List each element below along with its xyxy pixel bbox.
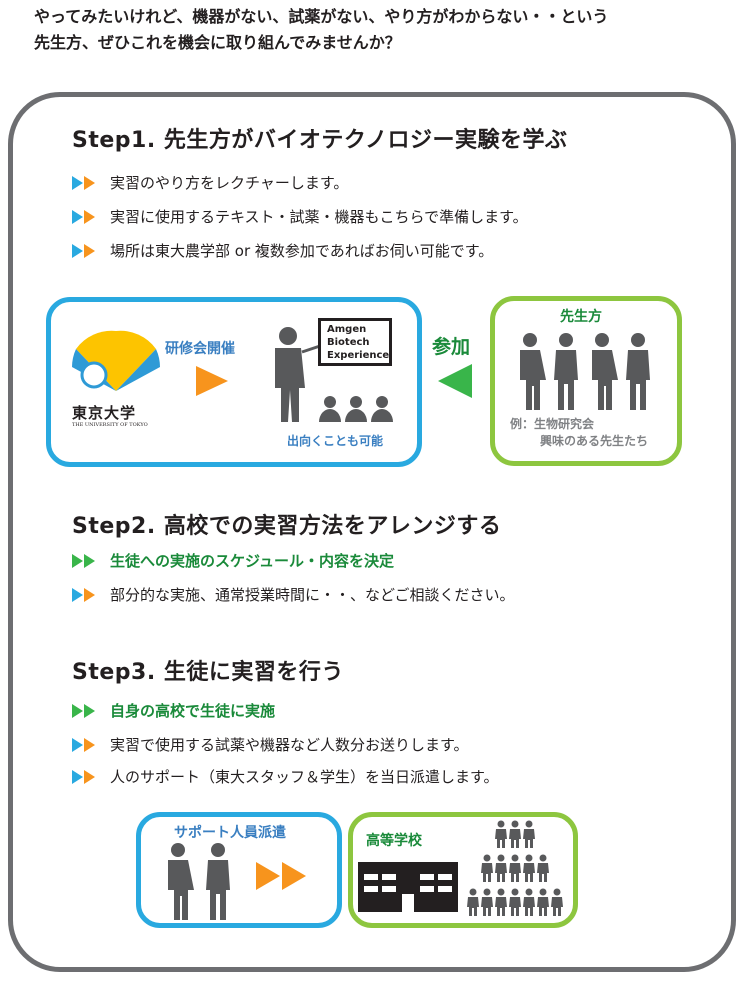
double-arrow-icon — [72, 209, 96, 224]
teachers-label: 先生方 — [560, 309, 602, 325]
arrow-left-icon — [438, 364, 472, 398]
audience-icon — [319, 396, 393, 422]
double-arrow-icon — [72, 175, 96, 190]
intro-text: やってみたいけれど、機器がない、試薬がない、やり方がわからない・・という 先生方… — [34, 4, 734, 56]
join-label: 参加 — [432, 336, 471, 358]
teachers-box — [490, 296, 682, 466]
step3-title: Step3. 生徒に実習を行う — [72, 660, 344, 685]
students-crowd-icon — [467, 820, 563, 916]
step2-title: Step2. 高校での実習方法をアレンジする — [72, 514, 502, 539]
double-arrow-icon — [72, 587, 96, 602]
board-sign: Amgen Biotech Experience — [318, 318, 392, 366]
step2-bullet-1: 部分的な実施、通常授業時間に・・、などご相談ください。 — [72, 584, 515, 605]
double-arrow-icon — [72, 243, 96, 258]
university-seminar-box — [46, 297, 422, 467]
high-school-box — [348, 812, 578, 928]
step3-bullet-1: 実習で使用する試薬や機器など人数分お送りします。 — [72, 734, 469, 755]
double-arrow-icon — [72, 703, 96, 718]
staff-pair-icon — [168, 843, 230, 920]
arrow-right-icon — [196, 366, 228, 396]
teachers-example: 例：生物研究会 興味のある先生たち — [510, 417, 649, 448]
step1-bullet-2: 実習に使用するテキスト・試薬・機器もこちらで準備します。 — [72, 206, 528, 227]
double-arrow-icon — [72, 737, 96, 752]
step1-bullet-1: 実習のやり方をレクチャーします。 — [72, 172, 348, 193]
support-label: サポート人員派遣 — [174, 825, 286, 841]
school-label: 高等学校 — [366, 833, 422, 849]
step2-highlight: 生徒への実施のスケジュール・内容を決定 — [72, 550, 394, 571]
school-building-icon — [358, 862, 458, 912]
university-subname: THE UNIVERSITY OF TOKYO — [72, 422, 148, 428]
step1-title: Step1. 先生方がバイオテクノロジー実験を学ぶ — [72, 128, 568, 153]
double-arrow-right-icon — [256, 862, 306, 890]
content-frame — [8, 92, 736, 972]
step3-bullet-2: 人のサポート（東大スタッフ＆学生）を当日派遣します。 — [72, 766, 499, 787]
visit-possible-label: 出向くことも可能 — [287, 434, 384, 448]
teachers-group-icon — [520, 333, 650, 410]
double-arrow-icon — [72, 769, 96, 784]
seminar-label: 研修会開催 — [165, 341, 235, 357]
ginkgo-logo-icon — [72, 330, 160, 391]
double-arrow-icon — [72, 553, 96, 568]
step3-highlight: 自身の高校で生徒に実施 — [72, 700, 275, 721]
lecturer-icon — [275, 327, 327, 422]
step1-bullet-3: 場所は東大農学部 or 複数参加であればお伺い可能です。 — [72, 240, 493, 261]
intro-line-2: 先生方、ぜひこれを機会に取り組んでみませんか？ — [34, 33, 401, 52]
university-name: 東京大学 — [72, 404, 137, 422]
support-staff-box — [136, 812, 342, 928]
intro-line-1: やってみたいけれど、機器がない、試薬がない、やり方がわからない・・という — [34, 7, 609, 26]
